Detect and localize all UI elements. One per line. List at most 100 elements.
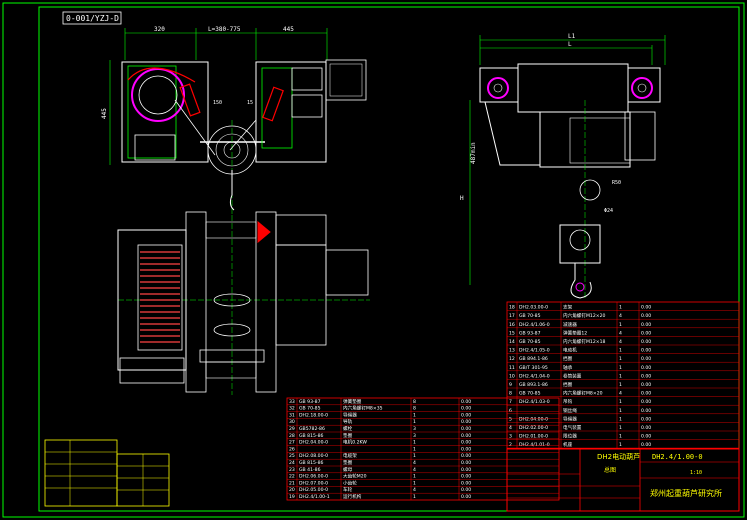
cell-name: 螺母 [343, 466, 353, 473]
cell-qty: 1 [619, 365, 622, 371]
cell-no: 29 [289, 426, 295, 432]
cell-code: DH2.4/1.04-0 [519, 373, 550, 379]
cell-qty: 1 [413, 412, 416, 418]
cell-name: 运行机构 [343, 493, 362, 500]
cell-no: 3 [509, 434, 512, 440]
cell-name: 挡圈 [563, 355, 573, 362]
cell-w: 0.00 [641, 425, 651, 431]
cell-name: 电气装置 [563, 424, 582, 431]
cell-w: 0.00 [461, 440, 471, 446]
title-main: DH2电动葫芦 [597, 452, 640, 461]
cell-qty: 1 [413, 453, 416, 459]
cell-no: 21 [289, 480, 295, 486]
cell-name: 电机0.2KW [343, 439, 367, 446]
cell-no: 31 [289, 412, 295, 418]
cell-name: 内六角螺钉M8×35 [343, 405, 383, 412]
cell-w: 0.00 [461, 406, 471, 412]
cell-qty: 3 [413, 426, 416, 432]
cell-no: 22 [289, 474, 295, 480]
cell-qty: 1 [413, 494, 416, 500]
cell-qty: 1 [619, 434, 622, 440]
table-row: 3 DH2.01.00-0 限位器 1 0.00 [509, 433, 651, 440]
cell-no: 13 [509, 348, 515, 354]
cell-qty: 1 [413, 419, 416, 425]
cell-qty: 1 [413, 474, 416, 480]
cell-qty: 4 [413, 460, 416, 466]
cell-w: 0.00 [641, 442, 651, 448]
cell-no: 7 [509, 399, 512, 405]
cell-code: DH2.01.00-0 [519, 434, 548, 440]
dim-phi: Φ24 [604, 208, 613, 214]
cell-no: 10 [509, 373, 515, 379]
cell-w: 0.00 [461, 399, 471, 405]
title-block: DH2电动葫芦 总图 DH2.4/1.00-0 1:10 郑州起重葫芦研究所 [506, 448, 740, 512]
cell-no: 14 [509, 339, 515, 345]
dim-lower-a: 150 [213, 100, 222, 106]
cell-w: 0.00 [461, 467, 471, 473]
cell-w: 0.00 [641, 339, 651, 345]
cell-no: 32 [289, 406, 295, 412]
cell-no: 28 [289, 433, 295, 439]
cell-w: 0.00 [461, 494, 471, 500]
cell-name: 卷筒装置 [563, 372, 582, 379]
cell-name: 电动机 [563, 347, 577, 354]
cell-name: 导绳器 [563, 415, 577, 422]
inner-frame [38, 6, 740, 512]
cell-qty: 4 [413, 487, 416, 493]
cell-w: 0.00 [461, 453, 471, 459]
cell-qty: 1 [619, 373, 622, 379]
cell-qty: 4 [619, 330, 622, 336]
cell-no: 23 [289, 467, 295, 473]
cell-name: 吊钩 [563, 398, 573, 405]
cell-no: 25 [289, 453, 295, 459]
cell-code: GB 893.1-86 [519, 382, 548, 388]
cell-qty: 1 [619, 425, 622, 431]
hoist-front-view: L1 L 487min H R50 Φ24 [460, 33, 666, 300]
cell-code: GB 41-86 [299, 467, 321, 473]
cell-w: 0.00 [641, 382, 651, 388]
cell-w: 0.00 [461, 419, 471, 425]
dim-height: 445 [101, 108, 108, 119]
cell-name: 减速器 [563, 321, 577, 328]
cell-name: 内六角螺钉M8×20 [563, 390, 603, 397]
cell-qty: 1 [619, 322, 622, 328]
cell-no: 5 [509, 416, 512, 422]
cell-w: 0.00 [641, 416, 651, 422]
cell-w: 0.00 [641, 305, 651, 311]
cell-qty: 1 [413, 440, 416, 446]
hoist-top-view [117, 211, 370, 395]
cell-code: DH2.05.00-0 [299, 487, 328, 493]
cell-name: 限位器 [563, 433, 577, 440]
cell-code: DH2.08.00-0 [299, 453, 328, 459]
cell-w: 0.00 [461, 460, 471, 466]
cell-w: 0.00 [641, 373, 651, 379]
cell-code: GB 70-85 [519, 391, 541, 397]
title-sub: 总图 [604, 466, 616, 474]
cell-qty: 1 [619, 348, 622, 354]
cell-no: 15 [509, 330, 515, 336]
dim-H1: 487min [470, 142, 477, 164]
cell-no: 24 [289, 460, 295, 466]
dim-L1: L1 [568, 33, 576, 40]
cell-code: DH2.4/1.00-1 [299, 494, 330, 500]
cell-w: 0.00 [641, 330, 651, 336]
dim-left: 320 [154, 26, 165, 33]
cell-w: 0.00 [641, 434, 651, 440]
